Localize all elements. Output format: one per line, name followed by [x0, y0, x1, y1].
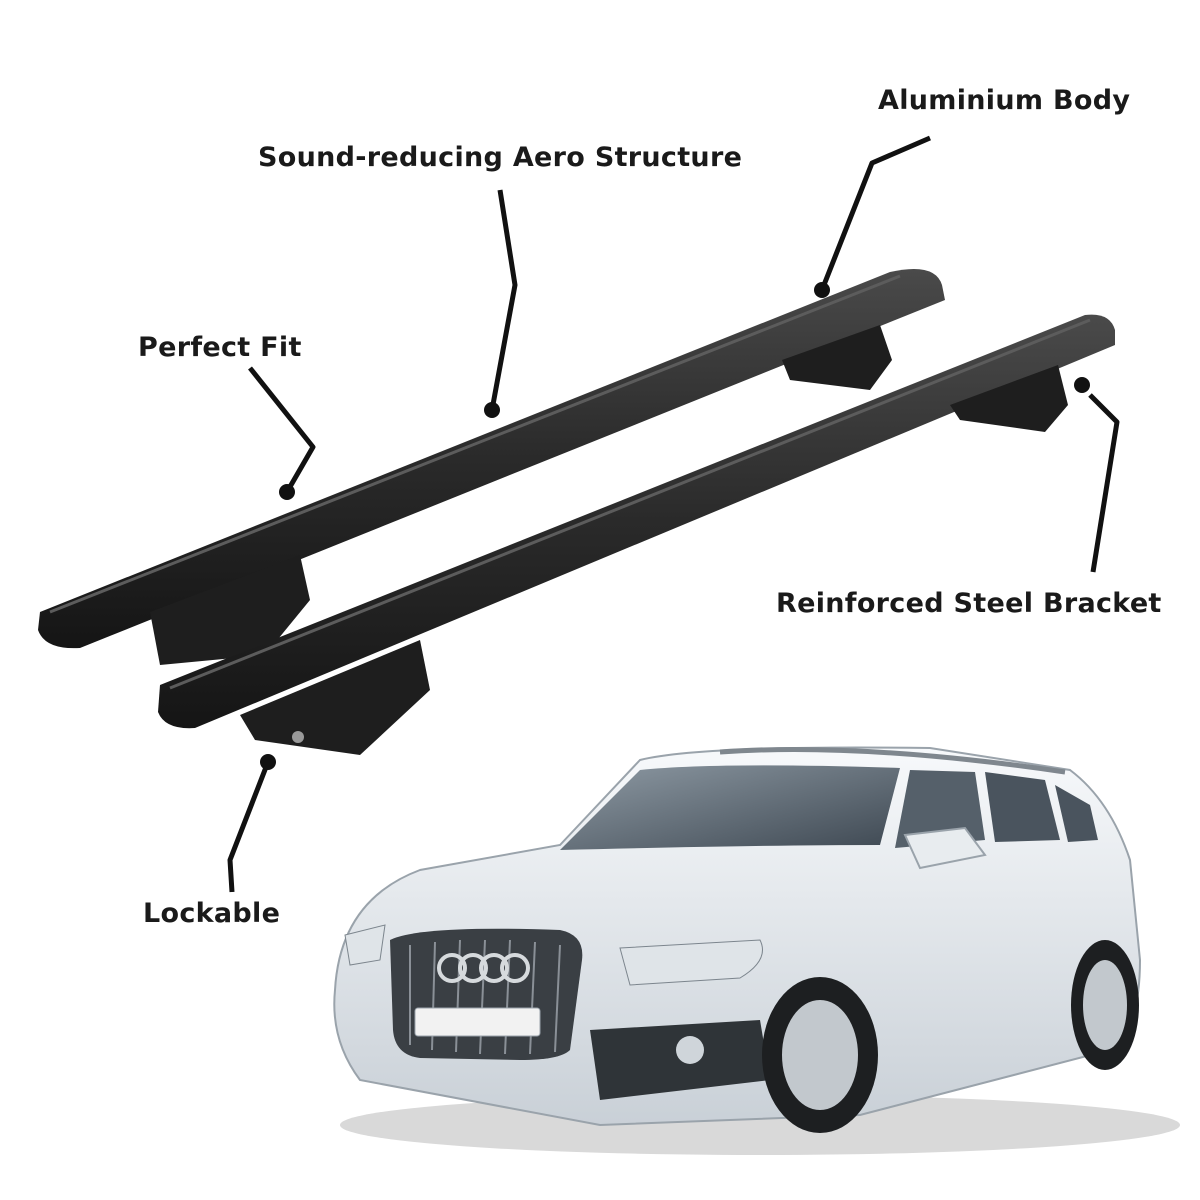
callout-dot-icon — [484, 402, 500, 418]
callout-lines — [227, 135, 1120, 893]
suv-car-icon — [333, 746, 1180, 1155]
label-aluminium-body: Aluminium Body — [878, 85, 1131, 116]
callout-dot-icon — [1074, 377, 1090, 393]
label-perfect-fit: Perfect Fit — [138, 332, 302, 363]
label-steel-bracket: Reinforced Steel Bracket — [776, 588, 1162, 619]
callout-dot-icon — [814, 282, 830, 298]
callout-dot-icon — [279, 484, 295, 500]
label-aero-structure: Sound-reducing Aero Structure — [258, 142, 743, 173]
callout-dot-icon — [260, 754, 276, 770]
roof-rack-bars-icon — [38, 268, 1115, 755]
label-lockable: Lockable — [143, 898, 281, 929]
